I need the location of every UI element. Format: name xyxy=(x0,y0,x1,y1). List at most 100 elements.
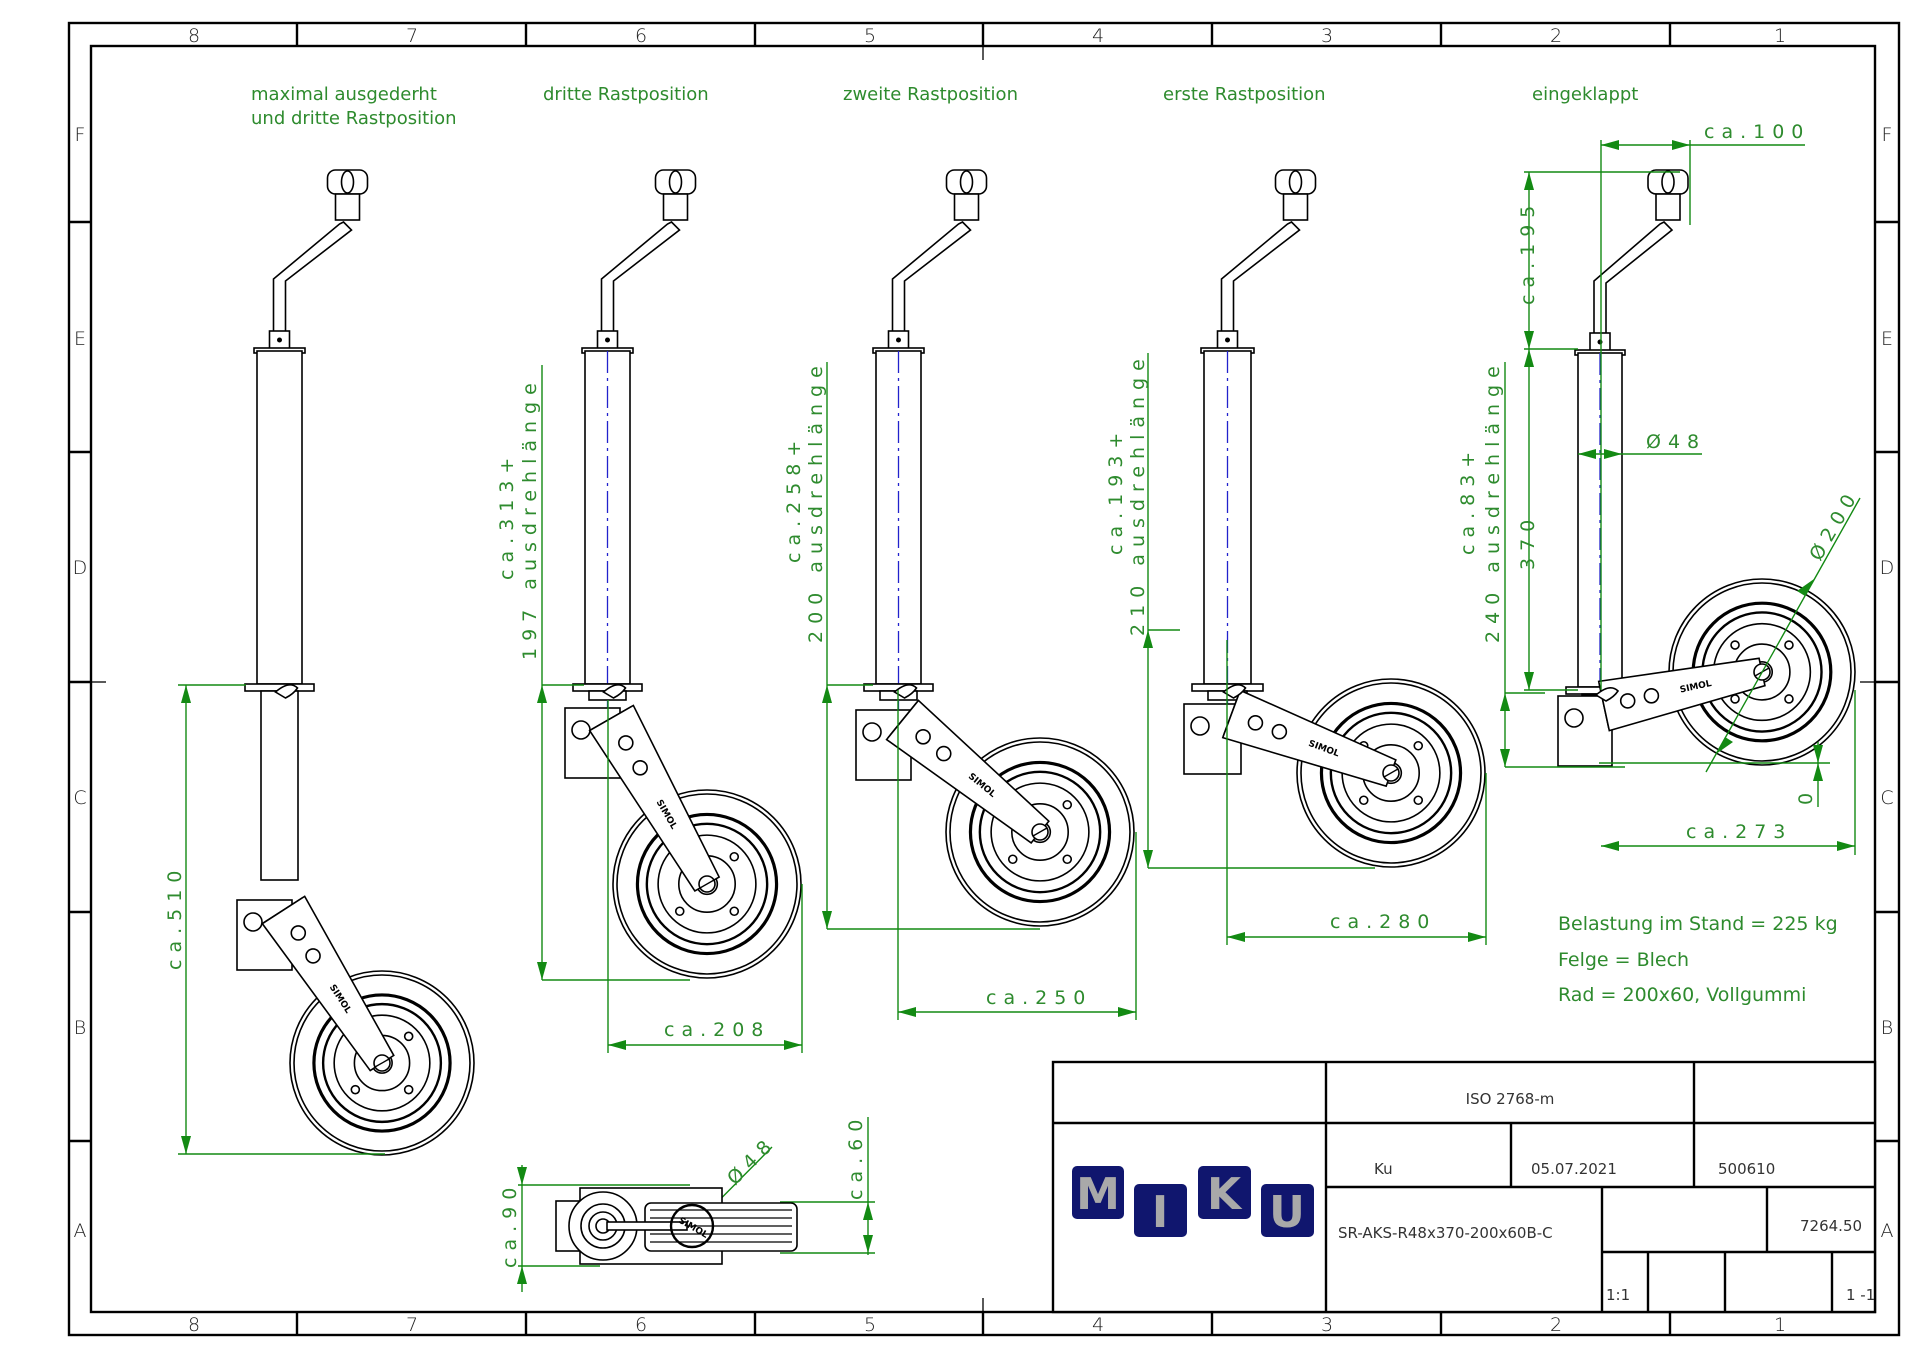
sheet-number: 1 -1 xyxy=(1846,1286,1875,1304)
wheel-bolt xyxy=(1784,694,1794,704)
wheel-bolt xyxy=(1413,795,1424,806)
arm-pivot xyxy=(290,925,307,941)
column-label: 1 xyxy=(1774,1314,1786,1336)
top-view: SIMOL xyxy=(555,1187,798,1265)
arm-pivot xyxy=(915,728,931,745)
dim-label-width: ca.208 xyxy=(664,1019,770,1041)
grid-columns xyxy=(295,23,1672,1335)
wheel-bolt xyxy=(674,906,685,917)
dim-label-extension: ca.193+ xyxy=(1105,426,1127,555)
arm-pivot xyxy=(1247,715,1264,731)
wheel-rim-inner xyxy=(978,770,1102,894)
column-label: 2 xyxy=(1550,1314,1562,1336)
column-label: 7 xyxy=(406,25,418,47)
row-label: C xyxy=(1880,787,1893,809)
wheel-rim xyxy=(635,812,779,956)
wheel-bolt xyxy=(1358,795,1369,806)
row-labels-right: F E D C B A xyxy=(1880,124,1895,1242)
row-label: B xyxy=(74,1017,86,1039)
view-title: erste Rastposition xyxy=(1163,84,1326,105)
row-label: C xyxy=(73,787,86,809)
latch-hook xyxy=(602,684,627,699)
row-label: B xyxy=(1881,1017,1893,1039)
crank-knob-detail xyxy=(959,170,974,194)
dim-label-tube-diameter: Ø48 xyxy=(1646,431,1706,453)
article-number: 7264.50 xyxy=(1800,1217,1862,1235)
notes: Belastung im Stand = 225 kg Felge = Blec… xyxy=(1558,913,1838,1006)
scale: 1:1 xyxy=(1606,1286,1630,1304)
column-labels-bottom: 8 7 6 5 4 3 2 1 xyxy=(188,1314,1786,1336)
arm-pivot xyxy=(1271,723,1288,740)
wheel-rim-inner xyxy=(1329,711,1453,835)
dim-label-wheel-width: ca.60 xyxy=(845,1113,867,1200)
crank-pin xyxy=(896,337,901,343)
column-label: 1 xyxy=(1774,25,1786,47)
latch-hook xyxy=(893,684,918,699)
swing-arm xyxy=(588,704,721,893)
wheel-rim xyxy=(312,993,452,1133)
latch-hook xyxy=(1222,684,1247,699)
note-rim: Felge = Blech xyxy=(1558,949,1689,971)
row-label: E xyxy=(74,328,86,350)
wheel-tire-inner xyxy=(616,793,798,975)
row-label: F xyxy=(1882,124,1893,146)
dim-label-extension: ca.258+ xyxy=(783,434,805,563)
view-title: und dritte Rastposition xyxy=(251,108,457,129)
wheel-tire-inner xyxy=(949,741,1131,923)
arm-pivot xyxy=(1643,687,1660,704)
column-label: 5 xyxy=(864,25,876,47)
dim-label-extension: 200 ausdrehlänge xyxy=(805,359,827,643)
crank-knob xyxy=(1274,169,1317,195)
note-load: Belastung im Stand = 225 kg xyxy=(1558,913,1838,935)
grid-rows xyxy=(69,220,1899,1143)
jack-view: SIMOL xyxy=(564,169,802,979)
wheel-tire-inner xyxy=(293,974,471,1152)
drawing-number: 500610 xyxy=(1718,1160,1775,1178)
crank-grip-neck xyxy=(953,193,980,221)
crank-knob xyxy=(945,169,988,195)
crank-arm xyxy=(1220,221,1301,334)
column-label: 8 xyxy=(188,25,200,47)
dim-label-topview-diameter: Ø48 xyxy=(723,1131,781,1189)
axle-pin xyxy=(699,879,715,889)
axle-pin xyxy=(374,1058,390,1068)
dim-label-tube-length: 370 xyxy=(1517,513,1539,570)
bracket-pin xyxy=(243,912,263,932)
axle-pin xyxy=(1032,827,1048,837)
drawing-date: 05.07.2021 xyxy=(1531,1160,1617,1178)
column-label: 6 xyxy=(635,25,647,47)
arm-pivot xyxy=(935,745,952,762)
dim-label-ground-offset: 0 xyxy=(1795,786,1817,805)
crank-knob xyxy=(1647,169,1689,195)
jack-view: SIMOL xyxy=(1557,169,1856,767)
column-label: 7 xyxy=(406,1314,418,1336)
crank-arm xyxy=(891,221,972,334)
arm-pivot xyxy=(618,735,634,751)
dim-label-width: ca.280 xyxy=(1330,911,1436,933)
crank-arm xyxy=(272,221,353,334)
row-label: A xyxy=(1881,1220,1894,1242)
column-label: 5 xyxy=(864,1314,876,1336)
jack-view: SIMOL xyxy=(1183,169,1486,868)
outer-tube xyxy=(256,350,303,685)
dim-label-crank-height: ca.195 xyxy=(1517,199,1539,305)
swing-arm xyxy=(1221,689,1397,788)
axle-pin xyxy=(1383,768,1399,778)
wheel-disc xyxy=(657,834,757,934)
dim-label-topview-width: ca.90 xyxy=(499,1181,521,1268)
logo-letter: M xyxy=(1076,1169,1120,1220)
wheel-rim-inner xyxy=(321,1002,443,1124)
wheel-bolt xyxy=(1062,799,1073,810)
latch-hook xyxy=(1594,687,1620,702)
wheel-disc xyxy=(333,1014,431,1112)
dim-label-extension: ca.313+ xyxy=(496,451,518,580)
view-title: maximal ausgederht xyxy=(251,84,437,105)
wheel-rim xyxy=(1319,701,1463,845)
wheel-bolt xyxy=(350,1084,361,1095)
wheel-bolt xyxy=(1007,854,1018,865)
crank-knob-detail xyxy=(1661,170,1675,194)
wheel-bolt xyxy=(1784,640,1794,650)
dim-label-extension: 197 ausdrehlänge xyxy=(519,376,541,660)
miku-logo: M I K U xyxy=(1072,1166,1314,1238)
jack-view: SIMOL xyxy=(855,169,1135,927)
